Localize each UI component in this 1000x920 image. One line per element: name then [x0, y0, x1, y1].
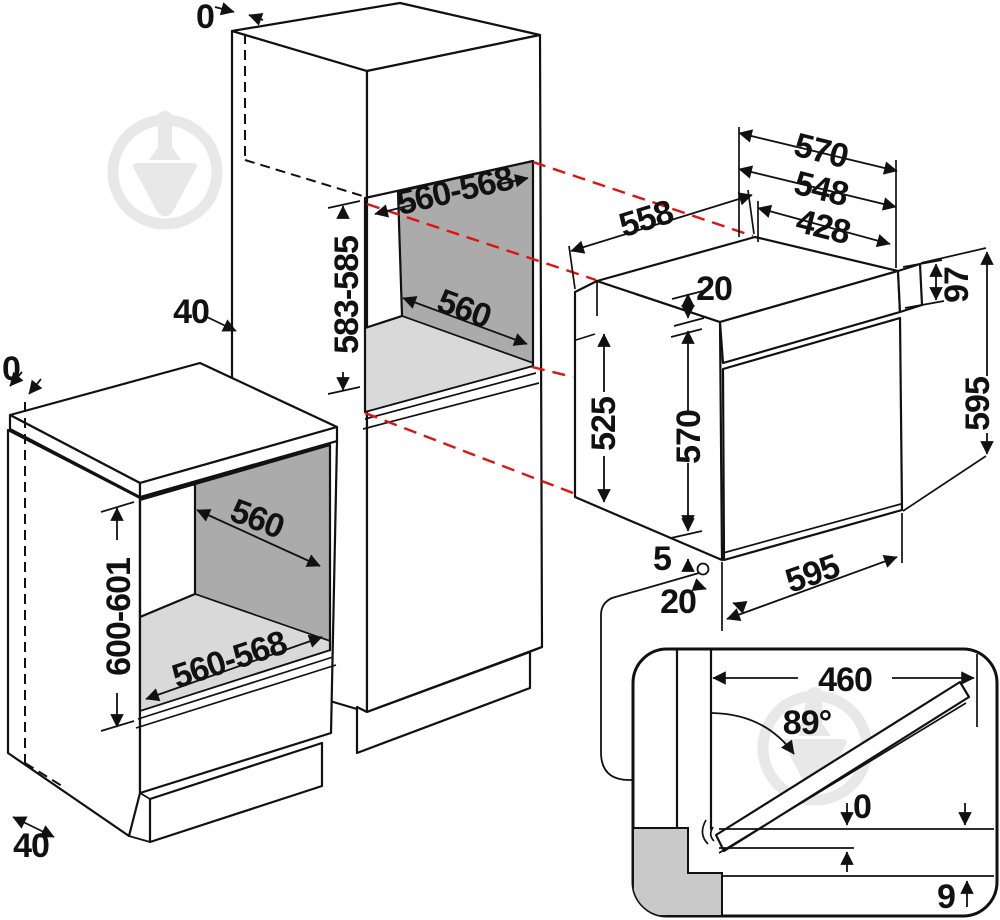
dim-oven-overall-height: 595: [959, 377, 997, 431]
dim-oven-door-height: 570: [670, 410, 708, 464]
oven-dimension-graphics: [568, 127, 994, 781]
dim-detail-opening-angle: 89°: [783, 704, 832, 742]
oven-left-face: [573, 279, 724, 562]
dim-detail-overhang: 9: [937, 878, 955, 916]
dimension-graphics: [9, 2, 529, 838]
dim-oven-body-height: 525: [585, 397, 623, 451]
dim-oven-overall-width: 595: [781, 547, 844, 600]
tall-cabinet-plinth: [355, 650, 532, 755]
dim-detail-zero-clearance: 0: [853, 788, 871, 826]
oven: [573, 235, 924, 562]
dim-base-wall-gap: 0: [2, 350, 20, 388]
detail-open-door: [714, 680, 971, 853]
dim-tall-niche-height: 583-585: [328, 236, 366, 354]
door-detail-view: [631, 647, 999, 918]
dim-tall-top-gap: 0: [196, 0, 214, 36]
detail-callout-marker: [696, 562, 710, 576]
base-cabinet-plinth: [148, 741, 324, 844]
dim-base-plinth-recess: 40: [13, 827, 49, 865]
dim-tall-wall-clearance: 40: [173, 293, 209, 331]
dim-oven-panel-height: 97: [938, 267, 976, 303]
watermark-logo-icon: [107, 111, 223, 230]
dim-oven-bottom-gap: 5: [653, 540, 671, 578]
dim-oven-body-depth: 558: [615, 193, 678, 245]
dim-detail-open-depth: 460: [818, 661, 872, 699]
dim-oven-top-clearance: 20: [696, 270, 732, 308]
detail-counter-corner: [633, 827, 723, 916]
dim-oven-vent-width: 428: [792, 202, 853, 252]
dim-base-niche-height: 600-601: [100, 558, 138, 676]
dim-oven-front-projection: 20: [660, 583, 696, 621]
oven-door: [721, 316, 904, 562]
base-cabinet: [6, 361, 339, 844]
